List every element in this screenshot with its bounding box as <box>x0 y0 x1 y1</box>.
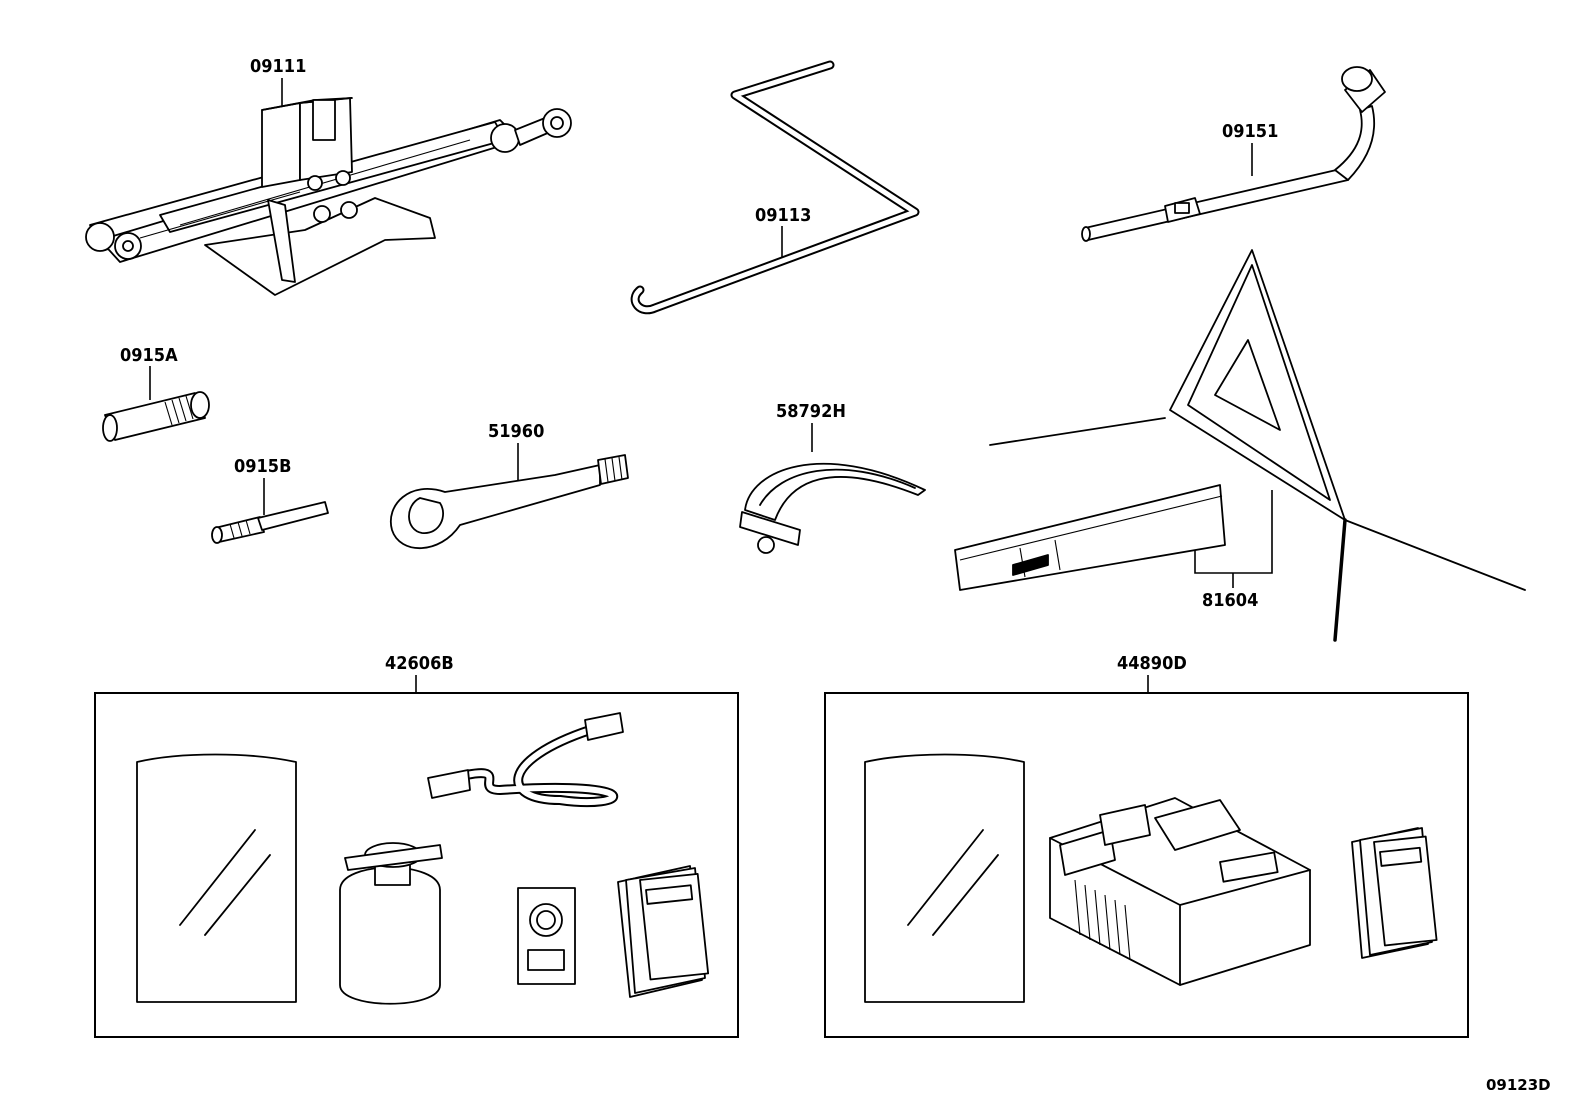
wrench-part[interactable]: 09151 <box>1081 66 1386 242</box>
compressor-kit-part[interactable]: 44890D <box>824 653 1469 1038</box>
label-warning-triangle: 81604 <box>1202 590 1258 611</box>
repair-kit-illustration <box>136 712 710 1005</box>
adapter-b-part[interactable]: 0915B <box>211 456 329 544</box>
label-jack: 09111 <box>250 56 306 77</box>
jack-handle-part[interactable]: 09113 <box>630 60 920 315</box>
label-adapter-a: 0915A <box>120 345 178 366</box>
strap-illustration <box>739 462 926 554</box>
jack-part[interactable]: 09111 <box>85 56 572 296</box>
label-wrench: 09151 <box>1222 121 1278 142</box>
adapter-a-illustration <box>102 391 210 442</box>
label-towing-eye: 51960 <box>488 421 544 442</box>
strap-part[interactable]: 58792H <box>739 401 926 554</box>
warning-triangle-illustration <box>954 249 1526 642</box>
towing-eye-illustration <box>389 454 629 550</box>
label-repair-kit: 42606B <box>385 653 454 674</box>
label-jack-handle: 09113 <box>755 205 811 226</box>
diagram-id: 09123D <box>1486 1076 1551 1094</box>
repair-kit-box <box>94 692 739 1038</box>
leader-warning-triangle <box>1194 490 1273 588</box>
lug-wrench-illustration <box>1081 66 1386 242</box>
repair-kit-part[interactable]: 42606B <box>94 653 739 1038</box>
adapter-b-illustration <box>211 501 329 544</box>
compressor-kit-box <box>824 692 1469 1038</box>
label-adapter-b: 0915B <box>234 456 291 477</box>
label-strap: 58792H <box>776 401 846 422</box>
scissor-jack-illustration <box>85 97 572 296</box>
compressor-kit-illustration <box>864 753 1438 1003</box>
adapter-a-part[interactable]: 0915A <box>102 345 210 442</box>
jack-handle-illustration <box>630 60 920 315</box>
towing-eye-part[interactable]: 51960 <box>389 421 629 550</box>
warning-triangle-part[interactable]: 81604 <box>954 249 1526 642</box>
label-compressor-kit: 44890D <box>1117 653 1187 674</box>
